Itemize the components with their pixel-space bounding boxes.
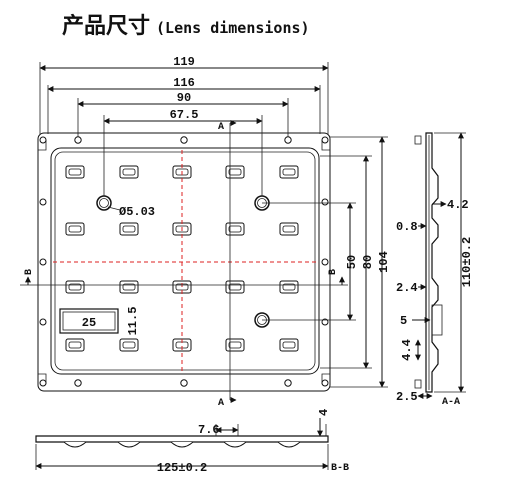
dim-5: 5 — [400, 314, 407, 328]
mounting-hole — [180, 379, 188, 387]
dim-4-4: 4.4 — [400, 339, 414, 361]
dim-2-4: 2.4 — [396, 281, 418, 295]
label-pad — [59, 308, 119, 334]
title-cn: 产品尺寸 — [62, 13, 151, 39]
dim-104: 104 — [377, 251, 391, 273]
lens-area-inner-outline — [54, 151, 316, 371]
bottom-view: 7.6 4 125±0.2 B-B — [35, 409, 349, 475]
mounting-hole — [39, 198, 47, 206]
dim-67-5: 67.5 — [170, 108, 199, 122]
dim-25: 25 — [82, 316, 96, 330]
lens-cell — [119, 280, 139, 294]
lens-cell — [225, 280, 245, 294]
lens-cell — [225, 222, 245, 236]
lens-bump — [170, 441, 194, 448]
top-dimensions: 119 116 90 67.5 — [39, 55, 329, 196]
mounting-hole — [284, 136, 292, 144]
dim-7-6: 7.6 — [198, 423, 220, 437]
hole-leader — [107, 206, 121, 211]
label-pad-inner — [62, 311, 116, 331]
mounting-hole — [321, 379, 329, 387]
dim-90: 90 — [177, 91, 191, 105]
lens-cell — [65, 280, 85, 294]
mounting-hole — [39, 318, 47, 326]
lens-cell — [225, 338, 245, 352]
lens-cell — [279, 338, 299, 352]
side-clip-bottom — [414, 379, 422, 389]
mounting-hole — [180, 136, 188, 144]
dim-0-8: 0.8 — [396, 220, 418, 234]
title-en: (Lens dimensions) — [156, 19, 310, 37]
mounting-hole — [321, 198, 329, 206]
lens-cell — [119, 165, 139, 179]
dim-2-5: 2.5 — [396, 390, 418, 404]
section-aa-label: A-A — [442, 397, 460, 408]
dim-125: 125±0.2 — [157, 461, 207, 475]
section-b-left-label: B — [24, 269, 35, 275]
dim-hole-diameter: Ø5.03 — [119, 205, 155, 219]
bottom-profile — [35, 435, 329, 443]
lens-cell — [279, 165, 299, 179]
lens-cell — [65, 338, 85, 352]
lens-cell — [119, 222, 139, 236]
mounting-hole — [39, 136, 47, 144]
mounting-hole — [284, 379, 292, 387]
mounting-hole — [74, 379, 82, 387]
fixing-hole-inner — [99, 198, 109, 208]
mounting-hole — [39, 379, 47, 387]
dim-4: 4 — [317, 409, 331, 416]
mounting-hole — [39, 258, 47, 266]
lens-bump — [63, 441, 87, 448]
lens-cell — [119, 338, 139, 352]
mounting-hole — [74, 136, 82, 144]
side-profile — [425, 132, 439, 393]
lens-grid — [65, 165, 299, 352]
dim-119: 119 — [173, 55, 195, 69]
dim-80: 80 — [361, 255, 375, 269]
lens-cell — [65, 222, 85, 236]
dim-116: 116 — [173, 76, 195, 90]
section-b-right-label: B — [328, 269, 339, 275]
lens-cell — [225, 165, 245, 179]
section-bb-label: B-B — [331, 463, 349, 474]
mounting-hole — [321, 318, 329, 326]
lens-bump — [117, 441, 141, 448]
lens-bump — [277, 441, 301, 448]
page-title: 产品尺寸 (Lens dimensions) — [62, 8, 310, 40]
mounting-hole — [321, 258, 329, 266]
section-a-top-label: A — [218, 122, 224, 133]
bottom-lens-bumps — [63, 441, 301, 448]
lens-cell — [65, 165, 85, 179]
lens-bump — [223, 441, 247, 448]
side-boss — [431, 304, 443, 336]
dim-50: 50 — [345, 255, 359, 269]
side-view: 110±0.2 4.2 0.8 2.4 5 4.4 2.5 A-A — [396, 132, 474, 408]
front-view: A A B B — [20, 120, 348, 409]
dim-110: 110±0.2 — [460, 237, 474, 287]
corner-notches — [38, 140, 330, 384]
lens-cell — [279, 280, 299, 294]
dim-11-5: 11.5 — [126, 307, 140, 336]
outer-plate-outline — [37, 132, 331, 392]
lens-area-outline — [50, 147, 320, 375]
section-a-bottom-label: A — [218, 398, 224, 409]
side-clip-top — [414, 135, 422, 145]
lens-cell — [279, 222, 299, 236]
right-dimensions: 50 80 104 — [262, 136, 391, 388]
dim-4-2: 4.2 — [447, 198, 469, 212]
mounting-hole — [321, 136, 329, 144]
